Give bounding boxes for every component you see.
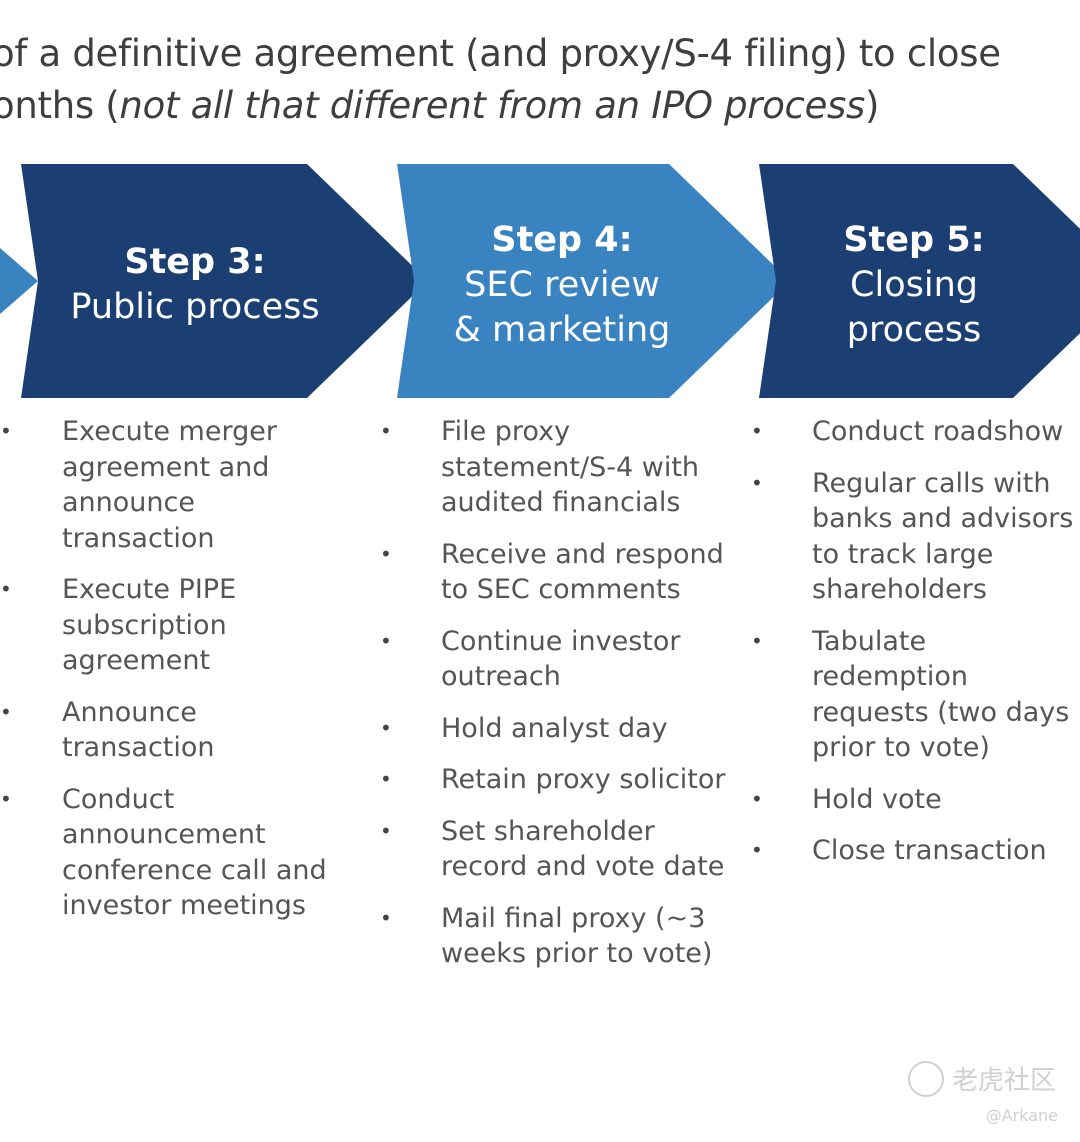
step-4-subtitle-1: SEC review (464, 265, 660, 305)
step-4-subtitle-2: & marketing (453, 310, 671, 350)
process-arrows (0, 164, 1080, 398)
list-item: Regular calls with banks and advisors to… (751, 466, 1080, 608)
step-4-number: Step 4: (491, 220, 633, 260)
step-4-arrow (397, 164, 790, 398)
list-item: Execute PIPE subscription agreement (0, 572, 342, 679)
step-5-subtitle-2: process (846, 310, 982, 350)
step-3-bullet-list: Execute merger agreement and announce tr… (0, 414, 342, 940)
step-3-arrow (21, 164, 428, 398)
watermark-text: 老虎社区 (951, 1066, 1056, 1096)
step-2-arrow-tip (0, 248, 38, 314)
step-3-number: Step 3: (124, 242, 266, 282)
header-italic: not all that different from an IPO proce… (119, 84, 866, 127)
list-item: Receive and respond to SEC comments (380, 537, 731, 608)
watermark: 老虎社区 (907, 1060, 1056, 1097)
step-4-title: Step 4: SEC review & marketing (412, 218, 712, 353)
step-4-bullet-list: File proxy statement/S-4 with audited fi… (380, 414, 731, 988)
list-item: Conduct announcement conference call and… (0, 782, 342, 924)
list-item: Announce transaction (0, 695, 342, 766)
step-5-bullet-list: Conduct roadshow Regular calls with bank… (751, 414, 1080, 885)
list-item: Execute merger agreement and announce tr… (0, 414, 342, 556)
list-item: File proxy statement/S-4 with audited fi… (380, 414, 731, 521)
step-3-title: Step 3: Public process (40, 240, 350, 330)
step-3-subtitle: Public process (70, 287, 320, 327)
header-text: of a definitive agreement (and proxy/S-4… (0, 28, 1080, 132)
list-item: Retain proxy solicitor (380, 762, 731, 798)
list-item: Hold analyst day (380, 711, 731, 747)
list-item: Mail final proxy (~3 weeks prior to vote… (380, 901, 731, 972)
list-item: Hold vote (751, 782, 1080, 818)
watermark-credit: @Arkane (985, 1106, 1058, 1125)
step-5-title: Step 5: Closing process (774, 218, 1054, 353)
header-line-2: onths (not all that different from an IP… (0, 84, 880, 127)
step-5-arrow (759, 164, 1080, 398)
list-item: Continue investor outreach (380, 624, 731, 695)
list-item: Close transaction (751, 833, 1080, 869)
list-item: Conduct roadshow (751, 414, 1080, 450)
step-5-subtitle-1: Closing (850, 265, 978, 305)
header-line-1: of a definitive agreement (and proxy/S-4… (0, 32, 1001, 75)
list-item: Tabulate redemption requests (two days p… (751, 624, 1080, 766)
step-5-number: Step 5: (843, 220, 985, 260)
tiger-community-logo-icon (907, 1060, 944, 1097)
list-item: Set shareholder record and vote date (380, 814, 731, 885)
